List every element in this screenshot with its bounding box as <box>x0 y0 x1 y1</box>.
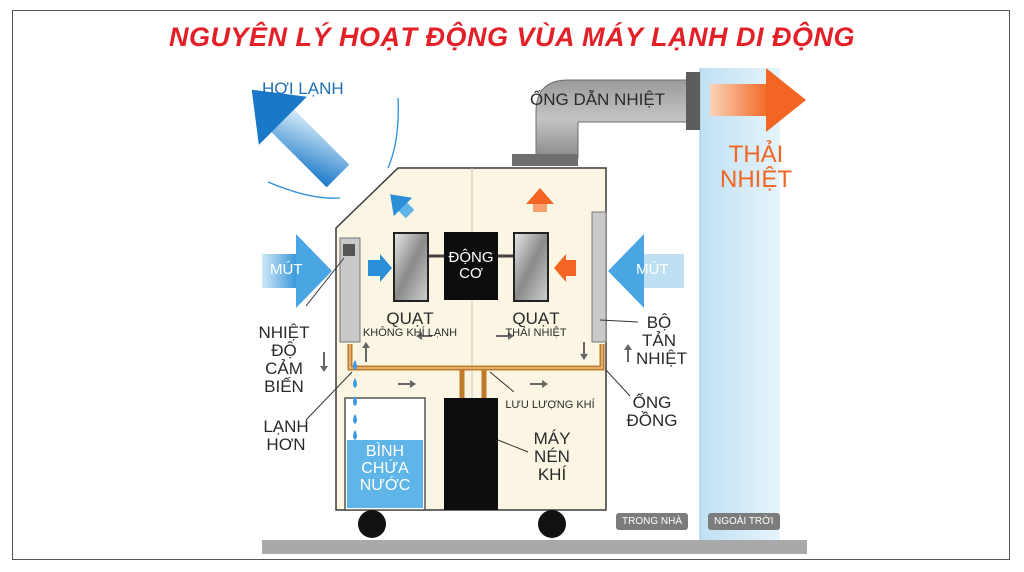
diagram-frame <box>12 10 1010 560</box>
sensor-box <box>343 244 355 256</box>
label-cold-fan: QUẠT KHÔNG KHÍ LẠNH <box>362 309 458 339</box>
badge-outdoor: NGOÀI TRỜI <box>708 513 780 530</box>
wheel-right <box>538 510 566 538</box>
label-heat-fan: QUẠT THẢI NHIỆT <box>505 309 567 339</box>
diagram-title: NGUYÊN LÝ HOẠT ĐỘNG VÙA MÁY LẠNH DI ĐỘNG <box>168 22 856 52</box>
label-copper-pipe: ỐNG ĐỒNG <box>626 393 678 430</box>
heat-pipe <box>535 79 691 159</box>
label-motor: ĐỘNG CƠ <box>448 249 494 282</box>
flow-arrows <box>320 332 632 388</box>
water-level <box>347 440 423 508</box>
heat-fan <box>513 232 549 302</box>
label-cold-air: HƠI LẠNH <box>262 79 344 98</box>
intake-right-arrow <box>608 234 684 308</box>
cold-air-arrow <box>251 89 350 188</box>
hot-up-small-arrow <box>526 188 554 212</box>
wheel-left <box>358 510 386 538</box>
motor <box>444 232 498 300</box>
heat-pipe-collar-top <box>512 154 578 166</box>
radiator-panel <box>591 211 607 343</box>
water-drops <box>353 360 357 440</box>
exhaust-heat-arrow <box>710 68 806 132</box>
left-filter <box>339 237 361 343</box>
label-heat-pipe: ỐNG DẪN NHIỆT <box>530 90 666 109</box>
outdoor-wall <box>700 68 780 540</box>
intake-left-arrow <box>262 234 332 308</box>
badge-indoor: TRONG NHÀ <box>616 513 688 530</box>
label-water-tank: BÌNH CHỨA NƯỚC <box>359 443 411 494</box>
compressor <box>444 398 498 510</box>
floor <box>262 540 807 554</box>
cold-fan-arrow <box>368 254 392 282</box>
label-radiator: BỘ TẢN NHIỆT <box>636 313 687 368</box>
label-sensor: NHIỆT ĐỘ CẢM BIẾN <box>258 323 310 396</box>
cold-out-small-arrow <box>390 194 415 219</box>
heat-pipe-collar-wall <box>686 72 700 130</box>
label-exhaust-heat: THẢI NHIỆT <box>720 141 792 194</box>
label-airflow: LƯU LƯỢNG KHÍ <box>505 399 595 411</box>
label-intake-left: MÚT <box>270 261 303 278</box>
label-intake-right: MÚT <box>636 261 669 278</box>
label-compressor: MÁY NÉN KHÍ <box>533 429 571 484</box>
cold-fan <box>393 232 429 302</box>
label-colder: LẠNH HƠN <box>263 417 309 454</box>
heat-fan-arrow <box>554 254 576 282</box>
